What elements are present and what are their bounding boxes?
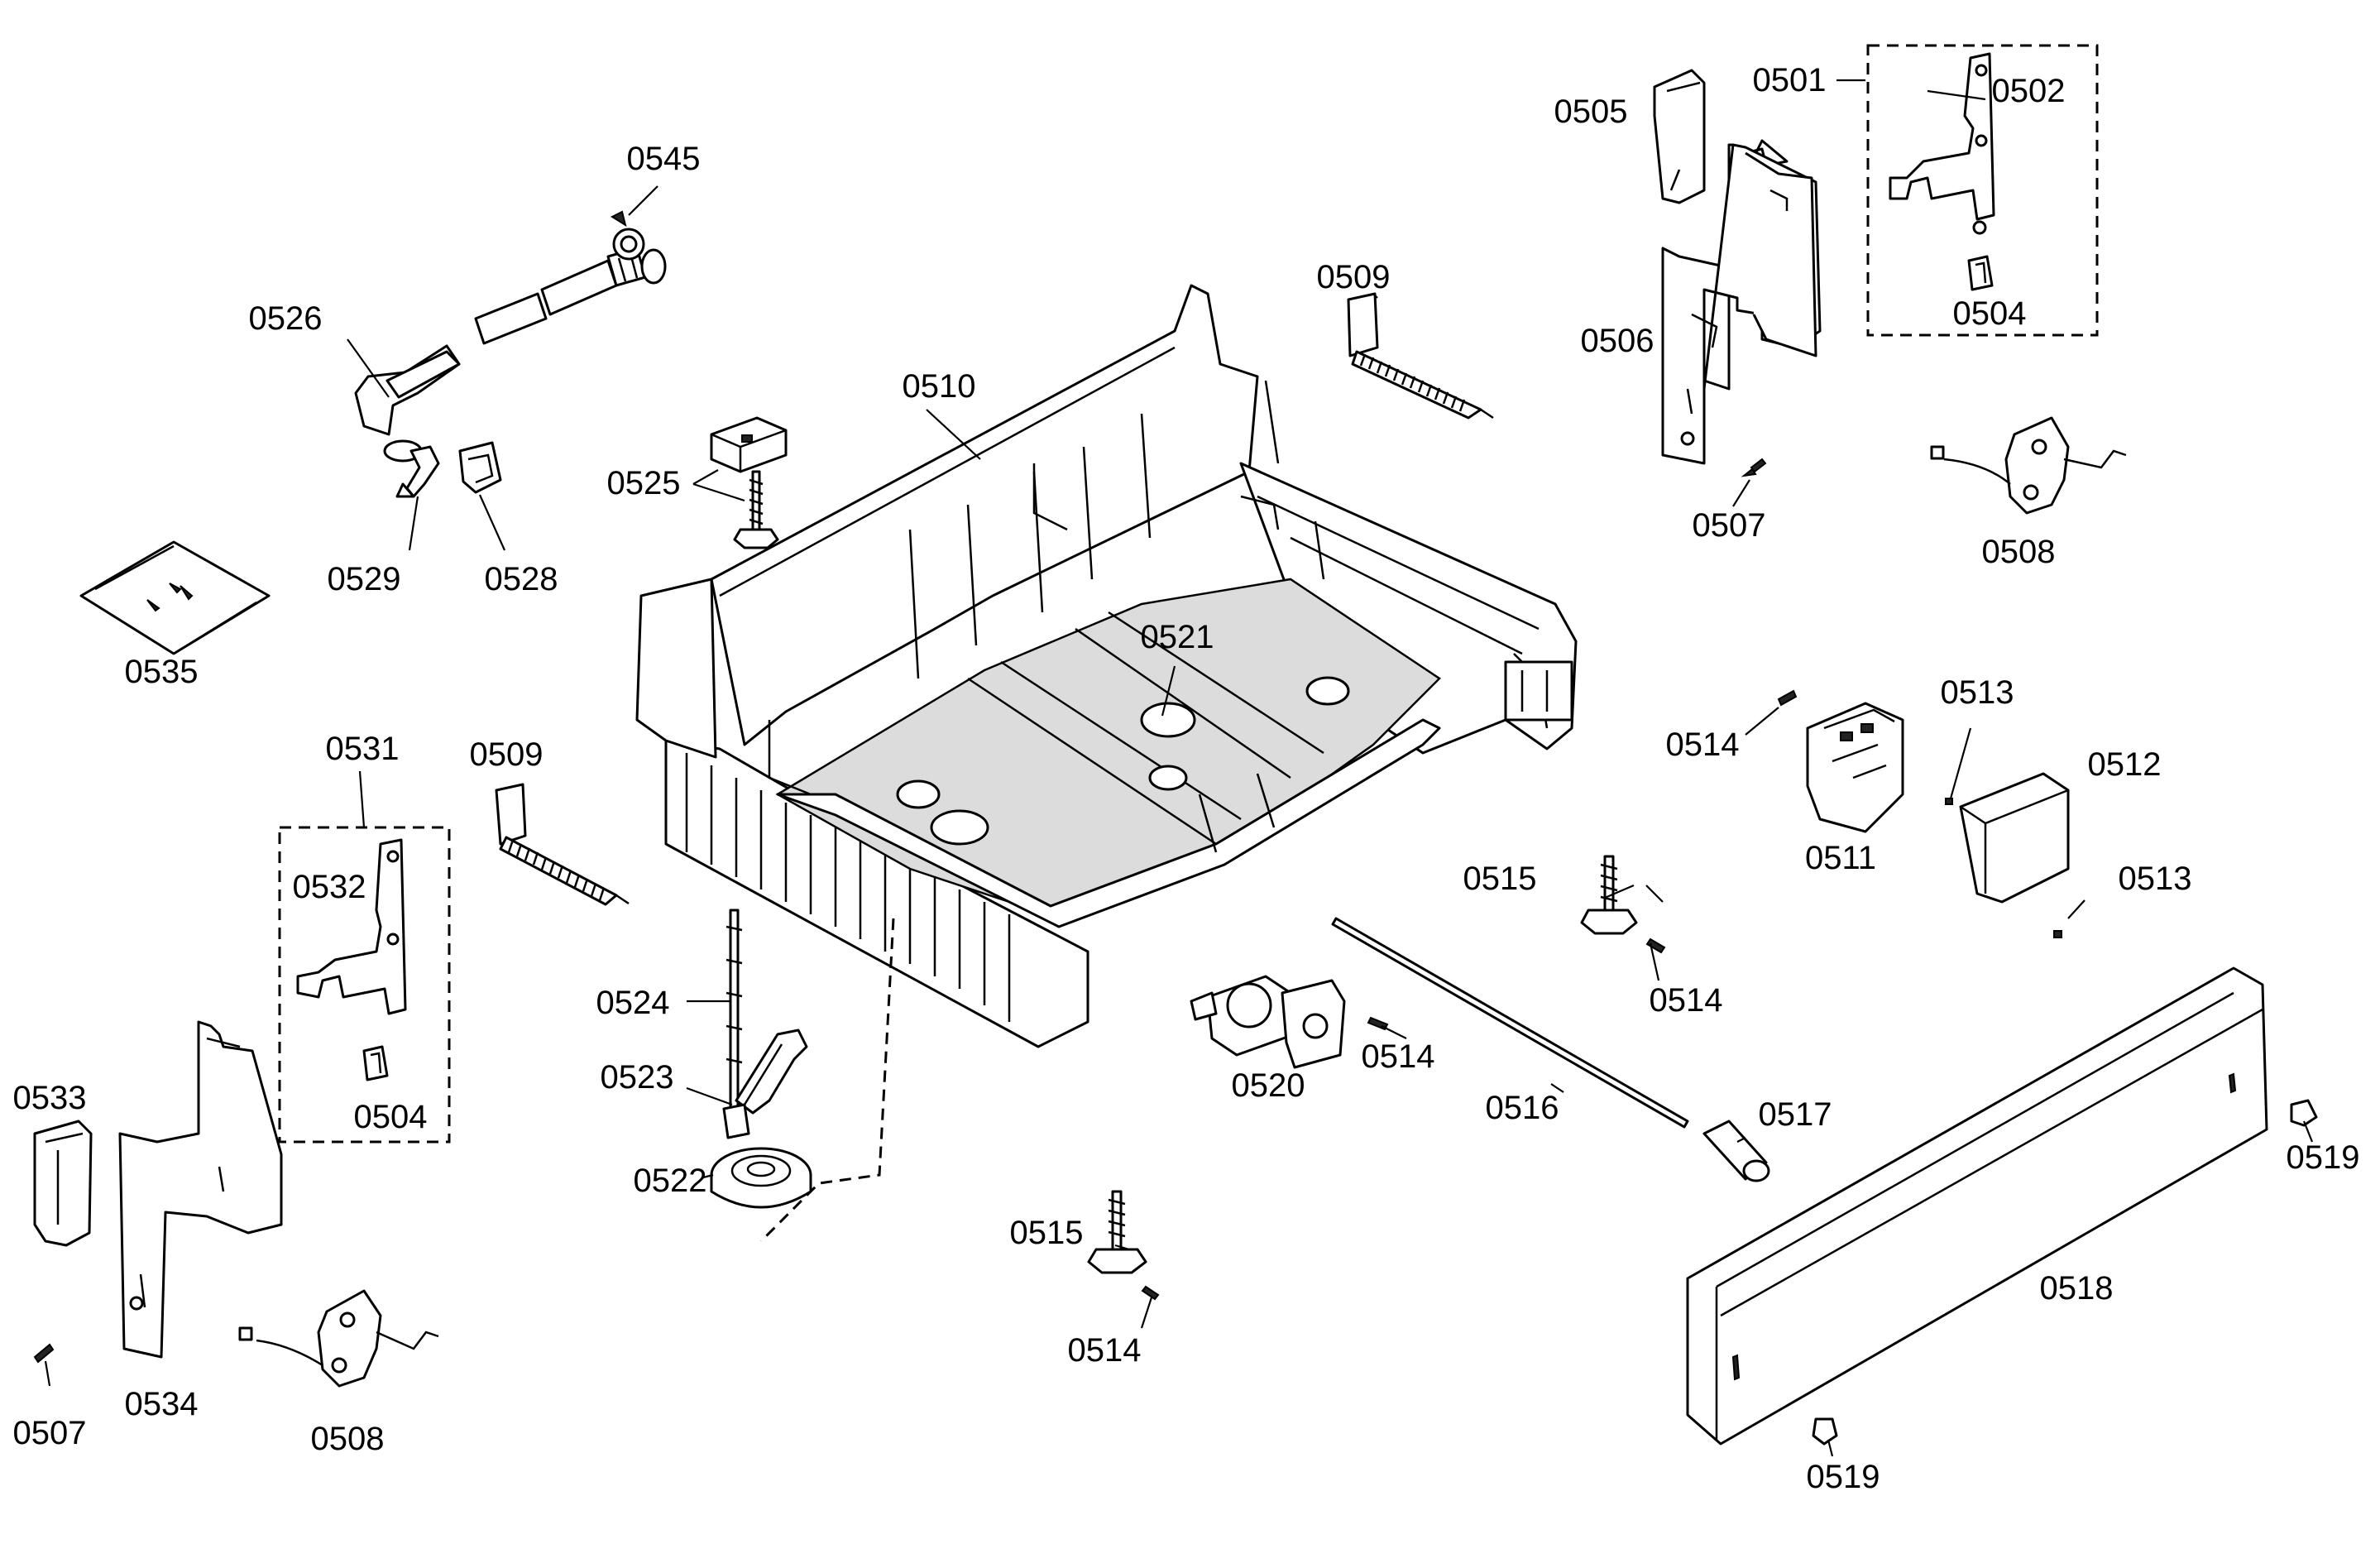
label-0531: 0531 [326, 731, 400, 767]
base-tub [635, 284, 1578, 1048]
label-0504-right: 0504 [1953, 295, 2027, 332]
label-0533: 0533 [13, 1080, 87, 1116]
float-switch [710, 416, 788, 473]
hinge-bracket-right [1889, 52, 1995, 235]
label-0513-upper: 0513 [1941, 674, 2014, 711]
float-base [710, 1147, 812, 1209]
clip-0504-left [362, 1045, 389, 1081]
label-0514-valve: 0514 [1362, 1038, 1435, 1075]
kick-plate [1686, 966, 2268, 1446]
label-0508-right: 0508 [1982, 534, 2056, 570]
label-0504-left: 0504 [354, 1099, 428, 1135]
label-0524: 0524 [596, 985, 670, 1021]
label-0509-lower: 0509 [470, 736, 544, 773]
label-0535: 0535 [125, 654, 199, 690]
label-0526: 0526 [249, 300, 323, 337]
lock-cover [1959, 772, 2070, 904]
leader-lines [44, 79, 2314, 1457]
label-0523: 0523 [601, 1059, 674, 1096]
part-labels: 0545 0526 0529 0528 0535 0525 0510 0509 … [13, 62, 2360, 1495]
label-0513-lower: 0513 [2119, 861, 2192, 897]
label-0545: 0545 [627, 141, 701, 177]
label-0507-left: 0507 [13, 1415, 87, 1451]
label-0534: 0534 [125, 1386, 199, 1422]
hinge-plate-right [1661, 139, 1822, 465]
label-0506: 0506 [1581, 323, 1655, 359]
label-0521: 0521 [1141, 619, 1214, 655]
label-0512: 0512 [2088, 746, 2162, 783]
label-0508-left: 0508 [311, 1421, 385, 1457]
hinge-lever-right [1930, 416, 2127, 515]
group-box-0501 [1866, 44, 2099, 337]
clip-0504-right [1967, 255, 1994, 291]
door-spring-lower [495, 783, 630, 906]
label-0519-bottom: 0519 [1807, 1459, 1880, 1495]
label-0507-right: 0507 [1693, 507, 1766, 544]
leveling-foot-center [1580, 855, 1638, 935]
hinge-bracket-left [296, 838, 407, 1015]
assembly-dash-line [759, 918, 895, 1243]
label-0529: 0529 [328, 561, 401, 597]
label-0509-upper: 0509 [1317, 259, 1391, 295]
float-assembly [722, 1029, 808, 1139]
inlet-valve [1190, 975, 1346, 1069]
parts-bag [79, 540, 271, 655]
hose-clamp [610, 210, 645, 261]
label-0514-right: 0514 [1666, 726, 1740, 763]
label-0514-front: 0514 [1068, 1332, 1142, 1369]
door-knob-end [1702, 1120, 1770, 1182]
label-0516: 0516 [1486, 1090, 1559, 1126]
label-0532: 0532 [293, 869, 366, 905]
label-0528: 0528 [485, 561, 558, 597]
door-lock-housing [1806, 702, 1904, 833]
label-0514-center: 0514 [1650, 982, 1723, 1019]
label-0515-front: 0515 [1010, 1215, 1084, 1251]
label-0520: 0520 [1232, 1067, 1305, 1104]
label-0518: 0518 [2040, 1270, 2114, 1307]
hinge-plate-left [118, 1020, 283, 1359]
label-0501: 0501 [1753, 62, 1827, 98]
leveling-foot-rear [733, 470, 779, 549]
hinge-cover-right [1653, 69, 1706, 204]
label-0522: 0522 [634, 1163, 707, 1199]
door-spring-upper [1347, 292, 1494, 420]
label-0517: 0517 [1759, 1096, 1832, 1133]
screws [33, 458, 2318, 1446]
door-rod [1331, 917, 1689, 1129]
hose-clamp-small [395, 445, 440, 498]
float-rod [725, 909, 743, 1110]
hose-bracket [458, 441, 502, 494]
leveling-foot-front [1087, 1190, 1147, 1274]
label-0510: 0510 [903, 368, 976, 405]
label-0519-right: 0519 [2287, 1139, 2360, 1176]
label-0515-center: 0515 [1463, 861, 1537, 897]
hinge-lever-left [238, 1289, 439, 1388]
group-box-0531 [278, 826, 451, 1144]
drain-hose [354, 247, 667, 463]
label-0511: 0511 [1805, 840, 1876, 876]
label-0502: 0502 [1992, 73, 2066, 109]
label-0525: 0525 [607, 465, 681, 501]
label-0505: 0505 [1554, 94, 1628, 130]
hinge-cover-left [33, 1120, 93, 1247]
